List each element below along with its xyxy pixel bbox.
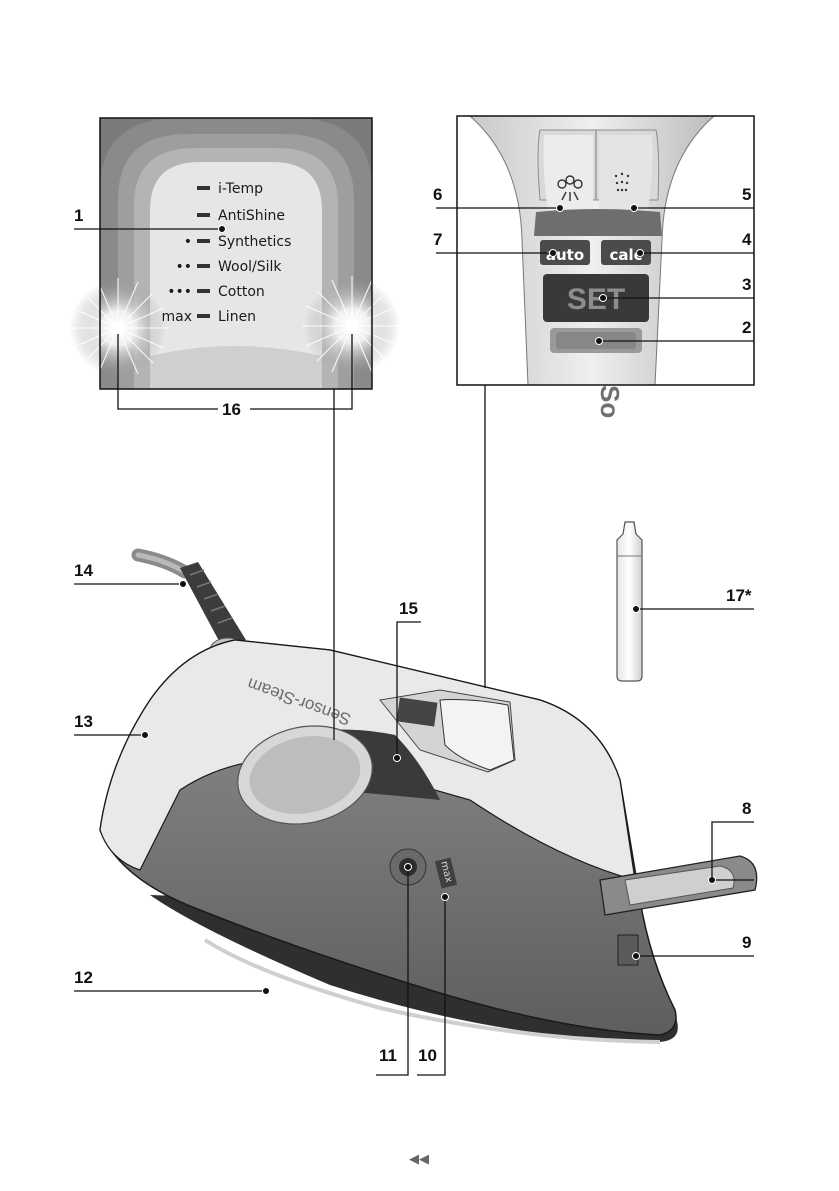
water-filler-lid: [599, 855, 758, 916]
setting-row-synthetics: • Synthetics: [184, 234, 292, 250]
callout-13: 13: [74, 712, 93, 731]
iron-temperature-selector: [237, 725, 373, 825]
calc-clean-button[interactable]: calc: [601, 240, 651, 265]
max-fill-mark: max: [434, 857, 458, 889]
callout-1: 1: [74, 206, 83, 225]
callout-17: 17*: [726, 586, 752, 605]
setting-label: Synthetics: [218, 234, 291, 250]
setting-label: Linen: [218, 309, 256, 325]
callout-3: 3: [742, 275, 751, 294]
leader-lines: [74, 204, 754, 1076]
power-cable: [131, 548, 192, 579]
spray-button[interactable]: [599, 135, 653, 210]
set-button[interactable]: SET: [543, 274, 649, 322]
callout-15: 15: [399, 599, 418, 618]
callout-11: 11: [379, 1046, 397, 1065]
callout-4: 4: [742, 230, 752, 249]
page-nav-back-icon[interactable]: ◀◀: [409, 1152, 429, 1167]
iron-control-head: [379, 689, 516, 773]
steam-burst-icon: [557, 175, 583, 201]
steam-iron: Sensor-Steam max: [99, 548, 758, 1044]
callout-12: 12: [74, 968, 93, 987]
callout-numbers: 1 2 3 4 5 6 7 8 9 10 11 12 13 14 15 16 1…: [74, 185, 752, 1065]
temperature-panel-inset: i-Temp AntiShine • Synthetics •• Wool/Si…: [68, 117, 402, 390]
setting-row-wool-silk: •• Wool/Silk: [175, 259, 282, 275]
callout-2: 2: [742, 318, 751, 337]
control-panel-inset: auto calc SET So: [456, 115, 755, 418]
callout-14: 14: [74, 561, 93, 580]
set-label: SET: [567, 283, 625, 316]
max-label: max: [438, 860, 454, 884]
callout-7: 7: [433, 230, 442, 249]
callout-10: 10: [418, 1046, 437, 1065]
descaling-tube: [616, 521, 643, 682]
indicator-light-right: [302, 276, 402, 376]
setting-label: Wool/Silk: [218, 259, 282, 275]
setting-row-i-temp: i-Temp: [197, 181, 263, 197]
steam-burst-button[interactable]: [543, 135, 594, 210]
spray-nozzle: [617, 934, 639, 966]
setting-marker: max: [161, 309, 192, 325]
setting-marker: ••: [175, 259, 192, 275]
callout-6: 6: [433, 185, 442, 204]
callout-16: 16: [222, 400, 241, 419]
callout-9: 9: [742, 933, 751, 952]
setting-row-linen: max Linen: [161, 309, 256, 325]
calc-label: calc: [609, 246, 642, 264]
setting-label: AntiShine: [218, 208, 285, 224]
callout-5: 5: [742, 185, 751, 204]
setting-marker: •••: [167, 284, 192, 300]
temperature-settings-list: i-Temp AntiShine • Synthetics •• Wool/Si…: [161, 181, 291, 325]
setting-row-antishine: AntiShine: [197, 208, 285, 224]
setting-row-cotton: ••• Cotton: [167, 284, 265, 300]
setting-label: i-Temp: [218, 181, 263, 197]
brand-partial-text: So: [595, 385, 625, 418]
callout-8: 8: [742, 799, 751, 818]
spray-icon: [614, 172, 630, 192]
setting-marker: •: [184, 234, 192, 250]
setting-label: Cotton: [218, 284, 265, 300]
